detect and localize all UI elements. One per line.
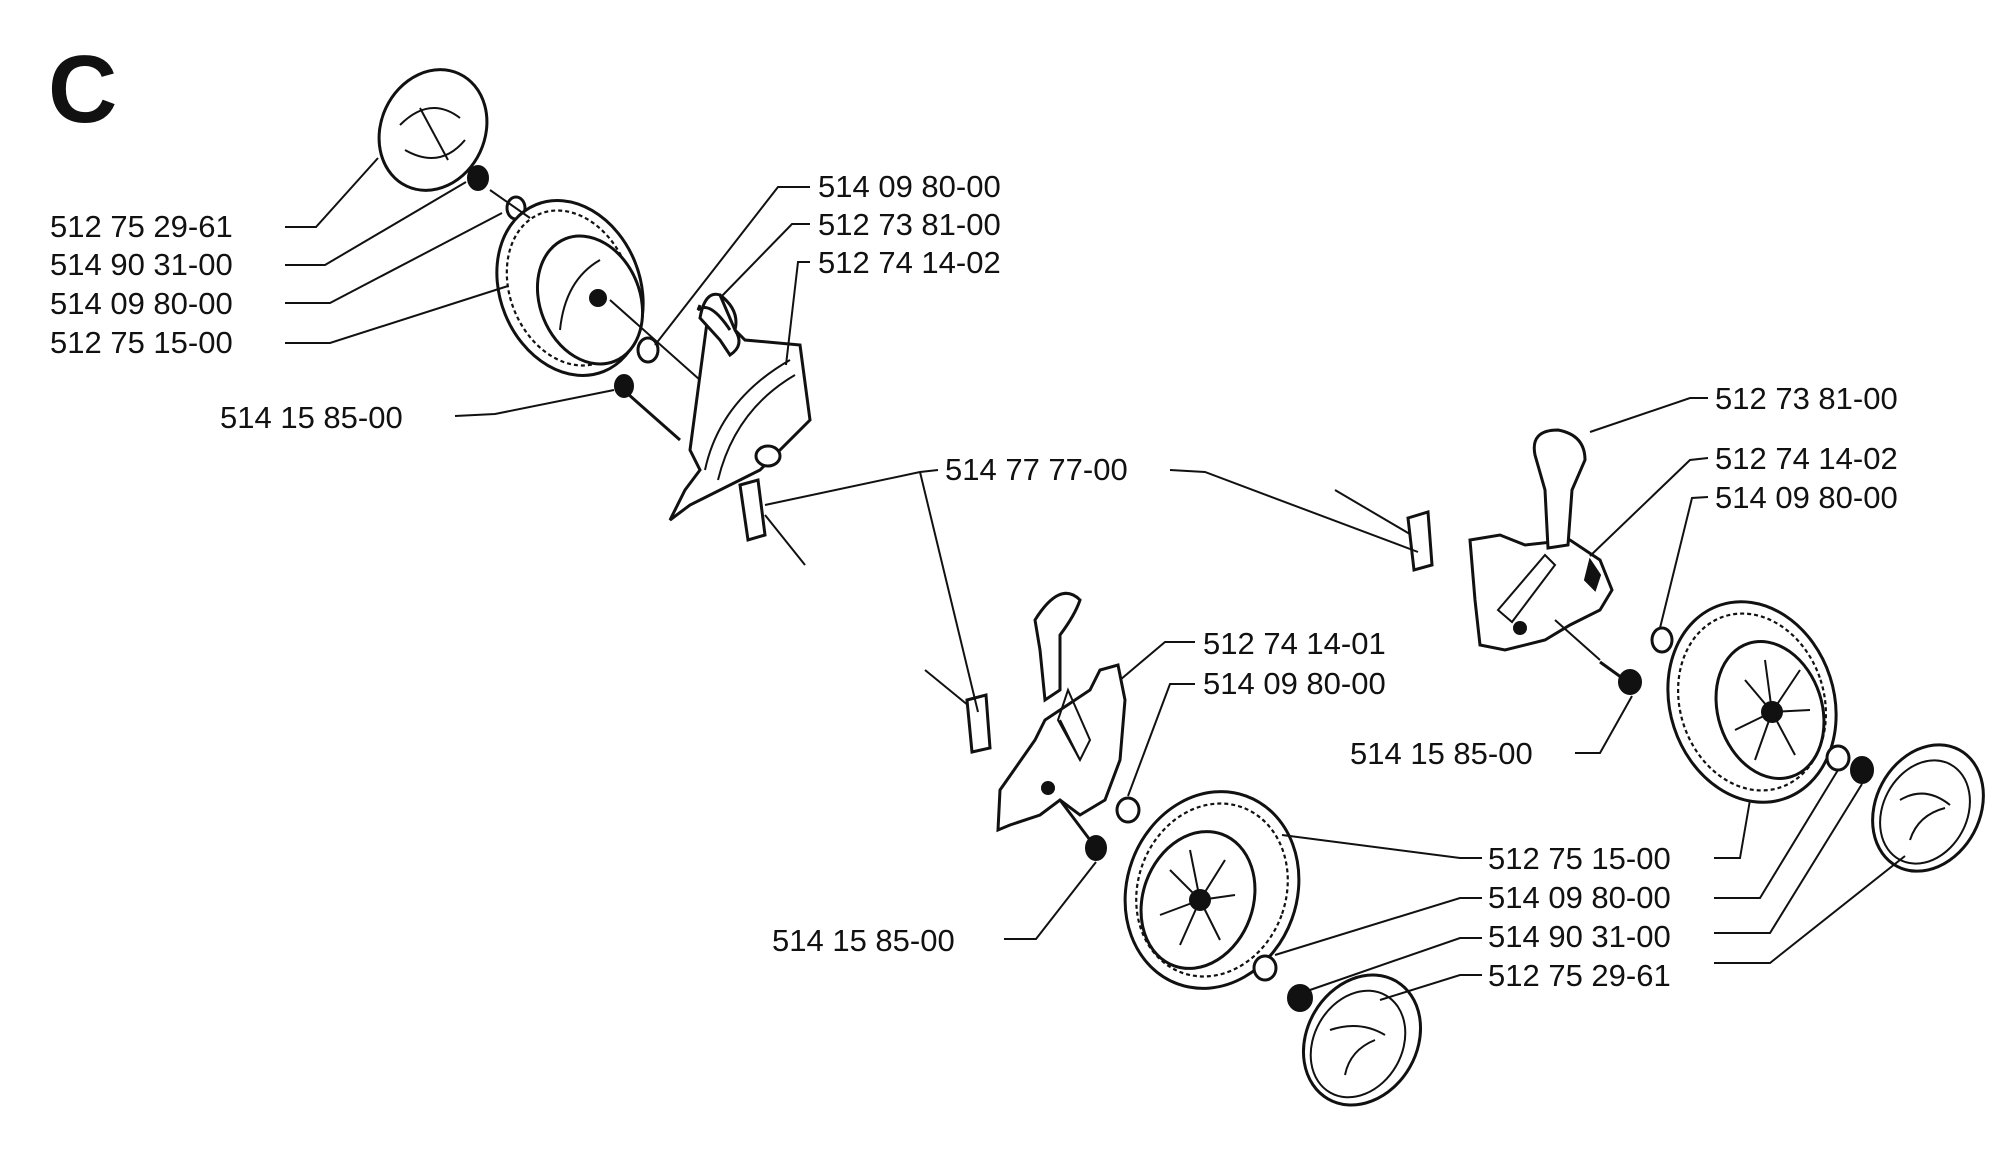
part-label: 514 09 80-00 xyxy=(1203,666,1386,701)
part-label: 512 75 15-00 xyxy=(50,325,233,360)
washer-right-2 xyxy=(1850,756,1874,784)
leader-lines xyxy=(285,157,1906,1001)
spacer-top-left xyxy=(636,336,660,364)
washer-middle xyxy=(1252,954,1278,982)
part-label: 514 90 31-00 xyxy=(50,247,233,282)
wheel-top-left xyxy=(495,199,645,377)
part-labels: 512 75 29-61 514 90 31-00 514 09 80-00 5… xyxy=(50,169,1898,993)
part-label: 514 90 31-00 xyxy=(1488,919,1671,954)
hub-cap-top-left xyxy=(377,68,489,192)
wheel-middle xyxy=(1123,790,1301,990)
clip-middle xyxy=(924,669,992,754)
part-label: 512 74 14-02 xyxy=(1715,441,1898,476)
washer-middle-2 xyxy=(1287,984,1313,1012)
hub-cap-middle xyxy=(1301,973,1423,1107)
part-label: 514 15 85-00 xyxy=(220,400,403,435)
part-label: 512 75 15-00 xyxy=(1488,841,1671,876)
bolt-right xyxy=(1554,619,1642,695)
part-label: 514 15 85-00 xyxy=(1350,736,1533,771)
part-label: 512 73 81-00 xyxy=(818,207,1001,242)
part-label: 514 09 80-00 xyxy=(818,169,1001,204)
bolt-middle xyxy=(1058,799,1107,861)
part-label: 514 09 80-00 xyxy=(1715,480,1898,515)
washer-right xyxy=(1825,744,1851,772)
height-adjuster-right xyxy=(1468,428,1614,652)
part-label: 512 75 29-61 xyxy=(50,209,233,244)
wheel-assembly-right xyxy=(1334,428,1985,873)
wheel-assembly-middle xyxy=(924,591,1423,1107)
hub-cap-right xyxy=(1871,743,1985,873)
height-adjuster-middle xyxy=(996,591,1127,833)
spacer-middle xyxy=(1115,796,1141,824)
part-label: 514 77 77-00 xyxy=(945,452,1128,487)
part-label: 514 09 80-00 xyxy=(1488,880,1671,915)
part-label: 512 75 29-61 xyxy=(1488,958,1671,993)
section-letter: C xyxy=(48,36,117,143)
part-label: 514 15 85-00 xyxy=(772,923,955,958)
spacer-right xyxy=(1650,626,1674,654)
part-label: 514 09 80-00 xyxy=(50,286,233,321)
clip-right xyxy=(1334,489,1434,572)
part-label: 512 74 14-01 xyxy=(1203,626,1386,661)
clip-top-left xyxy=(738,478,806,566)
wheel-assembly-top-left xyxy=(377,68,812,566)
part-label: 512 73 81-00 xyxy=(1715,381,1898,416)
washer-top-left xyxy=(467,165,489,191)
bolt-top-left xyxy=(614,374,681,442)
height-adjuster-top-left xyxy=(668,292,812,522)
wheel-right xyxy=(1666,600,1838,804)
part-label: 512 74 14-02 xyxy=(818,245,1001,280)
